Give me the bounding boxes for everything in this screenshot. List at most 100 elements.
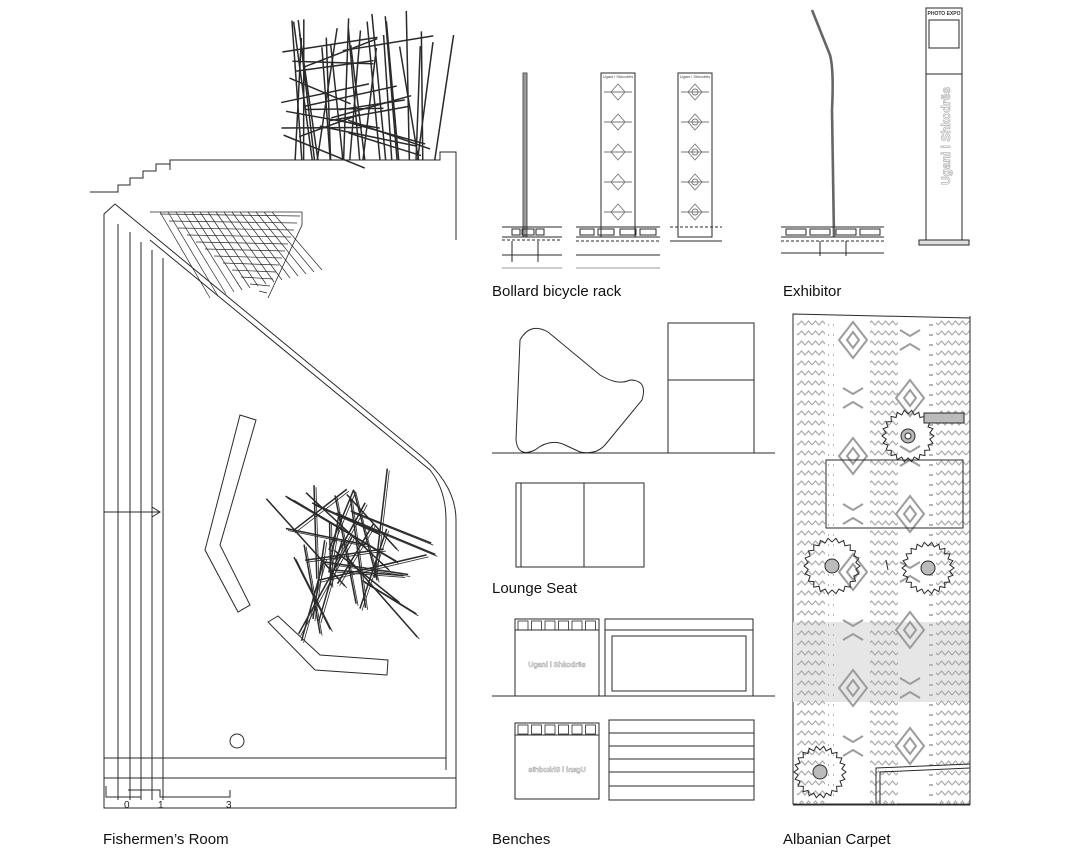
hatch-line [222, 262, 280, 266]
gear-hub [920, 560, 936, 576]
stick-edge [335, 551, 402, 605]
hatch-line [186, 234, 292, 238]
stick-edge [364, 582, 419, 617]
stick-edge [287, 530, 368, 548]
gear-outline [901, 541, 955, 595]
carpet-diamond-inner [902, 736, 918, 756]
gear-axle [904, 432, 912, 440]
stick-vertical [420, 31, 424, 161]
hatch-line [159, 211, 211, 299]
bench-tile [544, 724, 556, 735]
hatch-line [213, 255, 283, 259]
stick-cross [329, 105, 409, 122]
stick-cross [342, 35, 434, 52]
bollard-panel-label: Ugani i Shkodrës [603, 74, 633, 79]
stick-vertical [405, 10, 411, 161]
stick [304, 548, 384, 561]
panel-motif-dot [691, 178, 699, 186]
stair-hatch-lines [159, 211, 323, 299]
stick-vertical [330, 45, 344, 161]
stick-edge [268, 500, 348, 589]
carpet-motifs [837, 320, 926, 766]
stick-edge [331, 524, 334, 588]
exhibitor [781, 7, 970, 256]
carpet-diamond [837, 436, 869, 476]
carpet-edge-stripe [964, 318, 970, 804]
stick-edge [352, 512, 434, 546]
panel-motif-dot [691, 208, 699, 216]
bench-tile [585, 620, 596, 631]
carpet-chevron [842, 735, 864, 757]
caption-fishermen-room: Fishermen’s Room [103, 831, 229, 848]
hatch-line [167, 211, 219, 297]
stick-vertical [292, 21, 313, 161]
hatch-line [249, 283, 271, 287]
stick-cross [304, 85, 397, 107]
carpet-chevron [842, 503, 864, 525]
hatch-line [204, 248, 286, 252]
stick-edge [294, 490, 350, 534]
carpet-chevron [899, 677, 921, 699]
hatch-line [231, 269, 277, 273]
bench-inscription: Ugani i Shkodrës [528, 662, 585, 669]
stick-edge [336, 571, 406, 578]
stick [335, 512, 436, 556]
carpet-diamond-inner [845, 446, 861, 466]
carpet-chevron [899, 561, 921, 583]
stick-cross [289, 77, 351, 105]
stick-cross [331, 94, 412, 119]
carpet-diamond [837, 320, 869, 360]
hatch-line [195, 241, 289, 245]
bench-tile [517, 724, 529, 735]
stick-cross [292, 60, 374, 65]
carpet-diamond [894, 726, 926, 766]
bench-tile [517, 620, 529, 631]
scale-tick-0: 0 [124, 800, 130, 811]
gear-tick [885, 559, 889, 571]
panel-diamond-motif [687, 203, 703, 221]
panel-motif-dot [691, 118, 699, 126]
bench-tile [571, 724, 583, 735]
stick-edge [348, 496, 400, 552]
gear-hub [824, 558, 840, 574]
stick-edge [303, 559, 327, 643]
caption-bollard-rack: Bollard bicycle rack [492, 283, 622, 300]
panel-diamond-motif [687, 83, 703, 101]
carpet-diamond [837, 668, 869, 708]
stick-cross [296, 59, 374, 72]
stick-vertical [434, 34, 455, 161]
panel-diamond-motif [610, 203, 626, 221]
carpet-diamond-inner [845, 562, 861, 582]
stick [285, 527, 366, 546]
carpet-diamond [894, 610, 926, 650]
bench-tile [558, 620, 569, 631]
hatch-line [240, 276, 274, 280]
carpet-overlay [793, 316, 971, 806]
fishermen-sticks-plan [265, 468, 438, 643]
stick-cross [281, 83, 370, 104]
stick [328, 489, 355, 551]
stick-vertical [382, 34, 393, 161]
stick-cross [319, 125, 418, 147]
fishermen-sticks-elevation [281, 10, 455, 169]
hatch-line [175, 211, 227, 295]
stick-vertical [362, 47, 378, 161]
panel-diamond-motif [687, 113, 703, 131]
scale-bar [105, 786, 231, 798]
stick-edge [313, 504, 382, 536]
stick [285, 495, 340, 529]
exhibitor-vertical-text: Ugani i Shkodrës [939, 87, 953, 185]
carpet-diamond-inner [902, 504, 918, 524]
panel-diamond-motif [610, 83, 626, 101]
stick-cross [282, 36, 378, 53]
hatch-line [168, 220, 298, 224]
carpet-dash-stripe [928, 318, 934, 804]
bench-tile [531, 724, 542, 735]
stick-cross [285, 110, 380, 129]
panel-diamond-motif [687, 143, 703, 161]
carpet-chevron [899, 329, 921, 351]
stick [349, 496, 367, 608]
stick [350, 510, 432, 544]
carpet-zigzag-stripe [797, 318, 825, 804]
